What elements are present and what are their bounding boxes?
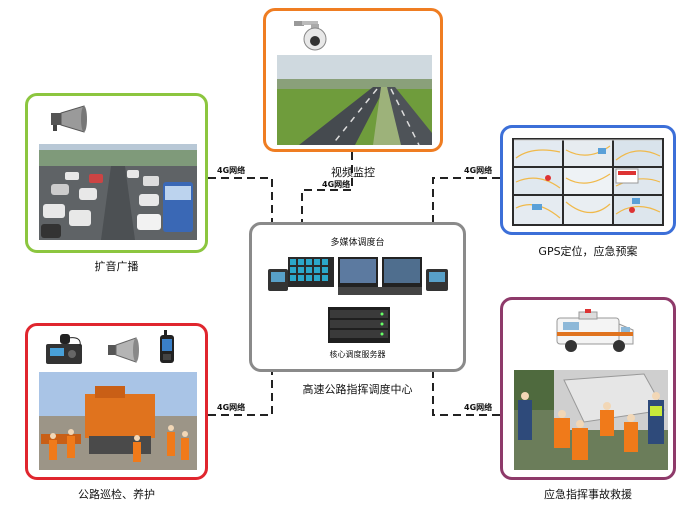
node-patrol — [25, 323, 208, 480]
rescue-caption: 应急指挥事故救援 — [544, 488, 632, 501]
console-label: 多媒体调度台 — [330, 238, 385, 248]
node-dispatch-center: 多媒体调度台 核心调度服务器 — [249, 222, 466, 372]
link-label-gps: 4G网络 — [464, 166, 493, 175]
link-video-line — [301, 152, 353, 222]
dome-camera-icon — [294, 21, 327, 51]
broadcast-caption: 扩音广播 — [94, 260, 139, 273]
road-maintenance-photo — [39, 372, 197, 470]
highway-photo — [277, 55, 432, 145]
loudspeaker-icon — [108, 337, 139, 363]
radio-device-icon — [46, 334, 82, 364]
link-gps-line — [432, 177, 500, 222]
link-label-rescue: 4G网络 — [464, 403, 493, 412]
link-broadcast-line — [208, 177, 273, 222]
gps-map-wall — [512, 138, 664, 226]
loudspeaker-icon — [51, 105, 87, 133]
traffic-jam-photo — [39, 144, 197, 240]
dispatch-server-icon — [328, 307, 390, 343]
link-rescue-line — [432, 372, 500, 416]
rescue-vehicle-icon — [556, 309, 634, 352]
link-patrol-line — [208, 372, 273, 416]
link-label-broadcast: 4G网络 — [217, 166, 246, 175]
multimedia-console-icon — [268, 257, 448, 295]
server-label: 核心调度服务器 — [329, 350, 386, 359]
node-rescue — [500, 297, 676, 480]
link-label-patrol: 4G网络 — [217, 403, 246, 412]
video-caption: 视频监控 — [331, 166, 375, 179]
gps-caption: GPS定位，应急预案 — [538, 245, 638, 258]
accident-rescue-photo — [514, 370, 668, 470]
link-label-video: 4G网络 — [322, 180, 351, 189]
node-broadcast — [25, 93, 208, 253]
patrol-caption: 公路巡检、养护 — [78, 488, 155, 501]
node-video — [263, 8, 443, 152]
handheld-terminal-icon — [160, 330, 174, 363]
node-gps — [500, 125, 676, 235]
dispatch-center-title: 高速公路指挥调度中心 — [302, 383, 413, 396]
